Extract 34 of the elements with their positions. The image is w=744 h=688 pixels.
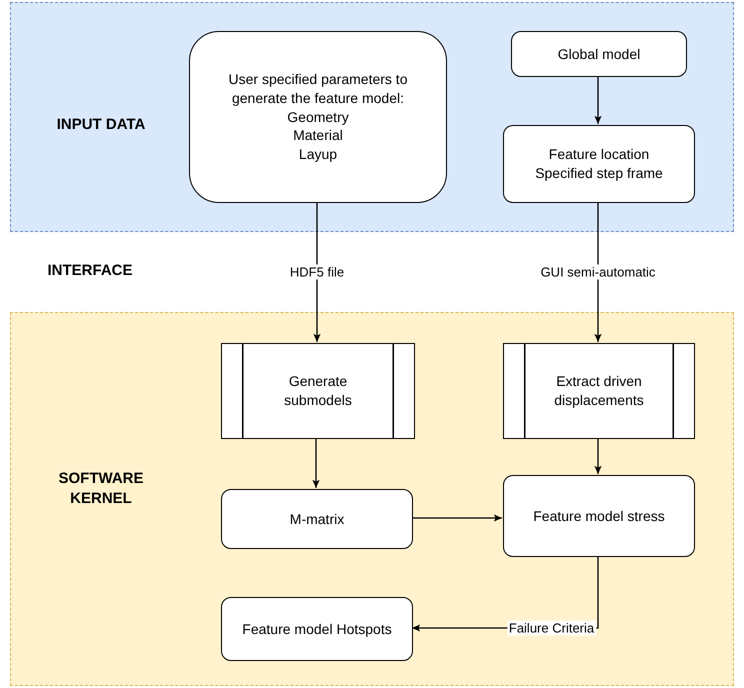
node-label: Feature model Hotspots: [242, 620, 392, 638]
section-label: INPUT DATA: [56, 115, 146, 134]
node-label: Extract driven displacements: [553, 372, 645, 410]
rounded-box: [221, 597, 413, 661]
arrow: [594, 202, 602, 342]
edge-label: HDF5 file: [288, 264, 346, 280]
node-label: Material: [293, 126, 343, 146]
edge-label: Failure Criteria: [506, 620, 596, 636]
section-label: SOFTWARE KERNEL: [58, 469, 144, 508]
arrow: [312, 438, 320, 488]
rounded-box: [503, 125, 695, 203]
edge-label: GUI semi-automatic: [538, 264, 658, 280]
arrow: [594, 76, 602, 124]
arrow: [594, 438, 602, 474]
node-label: Specified step frame: [535, 164, 663, 183]
node-label: Feature model stress: [533, 506, 665, 526]
section-band: [10, 312, 734, 686]
section-band: [10, 2, 734, 232]
rounded-box: [221, 489, 413, 549]
node-label: Layup: [298, 145, 338, 164]
node-label: User specified parameters to generate the feature model:: [228, 70, 408, 108]
arrow: [412, 514, 502, 522]
node-label: Feature location: [548, 145, 650, 164]
rounded-box: [503, 475, 695, 557]
process-box: [221, 343, 415, 439]
rounded-box: [189, 31, 447, 203]
node-label: Global model: [558, 44, 640, 64]
arrow: [313, 202, 321, 342]
process-box: [503, 343, 695, 439]
section-label: INTERFACE: [46, 262, 134, 279]
rounded-box: [511, 31, 687, 77]
node-label: M-matrix: [290, 510, 344, 528]
node-label: Geometry: [287, 108, 349, 126]
node-label: Generate submodels: [283, 372, 353, 410]
